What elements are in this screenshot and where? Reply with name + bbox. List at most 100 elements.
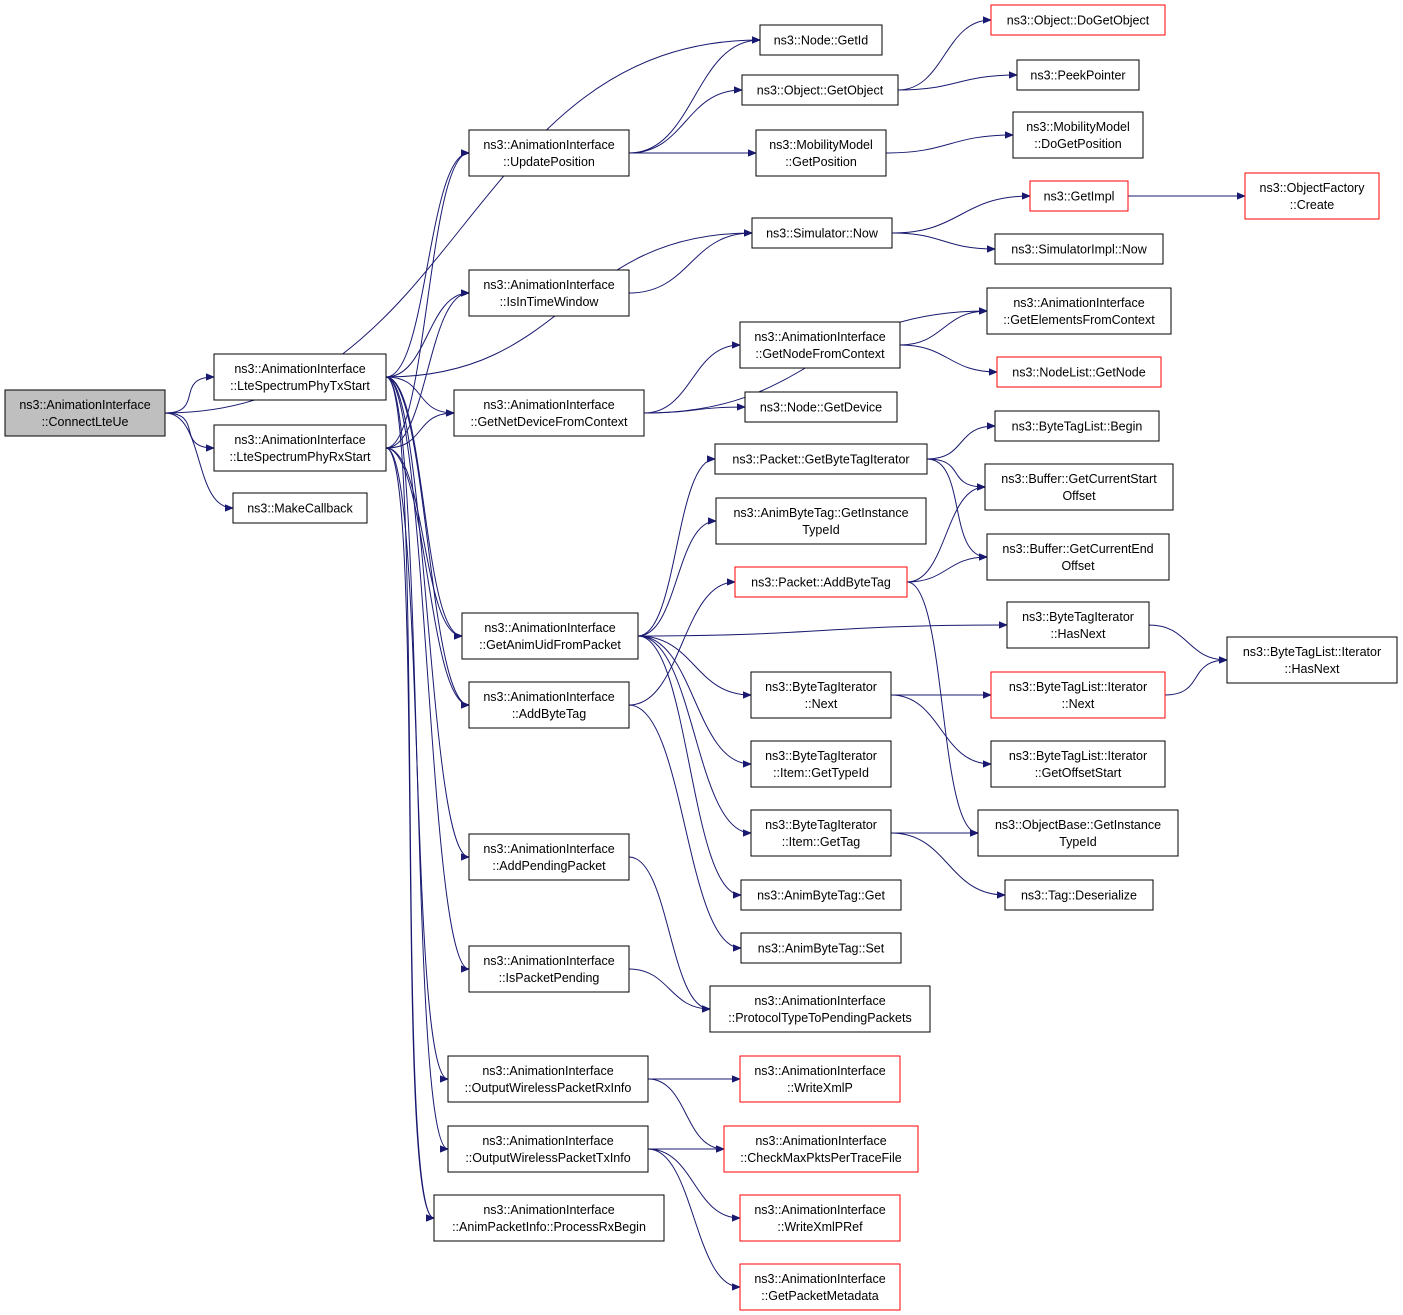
node-box (461, 612, 639, 660)
node-lteTx[interactable]: ns3::AnimationInterface::LteSpectrumPhyT… (213, 353, 387, 401)
edge-isPacketPending-to-protoToPending (628, 968, 710, 1009)
edge-updatePosition-to-nodeGetId (628, 40, 760, 154)
edge-isInTimeWindow-to-simNow (628, 233, 752, 294)
node-label: ::OutputWirelessPacketTxInfo (465, 1151, 630, 1165)
node-box (1226, 636, 1398, 684)
node-connectLteUe[interactable]: ns3::AnimationInterface::ConnectLteUe (4, 389, 166, 437)
node-lteRx[interactable]: ns3::AnimationInterface::LteSpectrumPhyR… (213, 424, 387, 472)
edge-lteTx-to-addByteTagAI (385, 376, 470, 705)
node-makeCallback[interactable]: ns3::MakeCallback (232, 492, 368, 524)
node-nodeListGetNode[interactable]: ns3::NodeList::GetNode (996, 356, 1162, 388)
node-simNow[interactable]: ns3::Simulator::Now (751, 217, 893, 249)
edge-lteRx-to-getNetDevice (385, 413, 454, 449)
edge-getNetDevice-to-getNodeFromCtx (643, 345, 740, 414)
node-box (1012, 111, 1144, 159)
node-label: ns3::AnimationInterface (483, 690, 614, 704)
node-label: ::Next (805, 697, 838, 711)
node-label: ns3::AnimationInterface (483, 398, 614, 412)
node-box (1004, 879, 1154, 911)
node-animByteTagSet[interactable]: ns3::AnimByteTag::Set (740, 932, 902, 964)
node-protoToPending[interactable]: ns3::AnimationInterface::ProtocolTypeToP… (709, 985, 931, 1033)
node-getElemFromCtx[interactable]: ns3::AnimationInterface::GetElementsFrom… (986, 287, 1172, 335)
edge-getNodeFromCtx-to-nodeListGetNode (899, 344, 997, 372)
node-objGetObject[interactable]: ns3::Object::GetObject (741, 74, 899, 106)
node-isPacketPending[interactable]: ns3::AnimationInterface::IsPacketPending (468, 945, 630, 993)
node-label: ns3::AnimationInterface (482, 1064, 613, 1078)
node-btlItOffsetStart[interactable]: ns3::ByteTagList::Iterator::GetOffsetSta… (990, 740, 1166, 788)
node-addPendingPacket[interactable]: ns3::AnimationInterface::AddPendingPacke… (468, 833, 630, 881)
node-writeXmlP[interactable]: ns3::AnimationInterface::WriteXmlP (739, 1055, 901, 1103)
node-mobGetPos[interactable]: ns3::MobilityModel::GetPosition (755, 129, 887, 177)
node-label: ns3::AnimationInterface (234, 362, 365, 376)
node-label: ::AddByteTag (512, 707, 586, 721)
edge-lteTx-to-getAnimUid (385, 376, 463, 636)
node-animByteTagGet[interactable]: ns3::AnimByteTag::Get (740, 879, 902, 911)
node-label: ::GetPosition (785, 155, 857, 169)
node-label: ns3::ByteTagIterator (765, 818, 877, 832)
node-label: ns3::ByteTagList::Iterator (1009, 749, 1147, 763)
node-btiNext[interactable]: ns3::ByteTagIterator::Next (750, 671, 892, 719)
node-getNodeFromCtx[interactable]: ns3::AnimationInterface::GetNodeFromCont… (739, 321, 901, 369)
node-box (447, 1055, 649, 1103)
node-btiItemTypeId[interactable]: ns3::ByteTagIterator::Item::GetTypeId (750, 740, 892, 788)
node-btlItNext[interactable]: ns3::ByteTagList::Iterator::Next (990, 671, 1166, 719)
node-isInTimeWindow[interactable]: ns3::AnimationInterface::IsInTimeWindow (468, 269, 630, 317)
node-label: ns3::MakeCallback (247, 502, 353, 516)
edge-lteRx-to-addByteTagAI (385, 447, 470, 705)
edges-layer (164, 20, 1245, 1287)
node-checkMaxPkts[interactable]: ns3::AnimationInterface::CheckMaxPktsPer… (723, 1125, 919, 1173)
node-getImpl[interactable]: ns3::GetImpl (1029, 180, 1129, 212)
node-writeXmlPRef[interactable]: ns3::AnimationInterface::WriteXmlPRef (739, 1194, 901, 1242)
node-box (750, 671, 892, 719)
nodes-layer: ns3::AnimationInterface::ConnectLteUens3… (4, 4, 1398, 1311)
node-box (468, 945, 630, 993)
node-label: ::Item::GetTypeId (773, 766, 869, 780)
node-nodeGetId[interactable]: ns3::Node::GetId (759, 24, 883, 56)
node-box (447, 1125, 649, 1173)
node-btiItemGetTag[interactable]: ns3::ByteTagIterator::Item::GetTag (750, 809, 892, 857)
edge-addByteTagAI-to-animByteTagSet (628, 704, 741, 948)
node-btiHasNext[interactable]: ns3::ByteTagIterator::HasNext (1006, 601, 1150, 649)
node-getNetDevice[interactable]: ns3::AnimationInterface::GetNetDeviceFro… (453, 389, 645, 437)
edge-btlItNext-to-btlItHasNext (1164, 660, 1227, 696)
node-getPktMeta[interactable]: ns3::AnimationInterface::GetPacketMetada… (739, 1263, 901, 1311)
node-label: Offset (1062, 489, 1096, 503)
node-peekPointer[interactable]: ns3::PeekPointer (1016, 59, 1140, 91)
node-getAnimUid[interactable]: ns3::AnimationInterface::GetAnimUidFromP… (461, 612, 639, 660)
node-processRxBegin[interactable]: ns3::AnimationInterface::AnimPacketInfo:… (433, 1194, 665, 1242)
node-pktAddByteTag[interactable]: ns3::Packet::AddByteTag (734, 566, 908, 598)
node-simImplNow[interactable]: ns3::SimulatorImpl::Now (994, 233, 1164, 265)
node-outTx[interactable]: ns3::AnimationInterface::OutputWirelessP… (447, 1125, 649, 1173)
node-label: ::GetOffsetStart (1035, 766, 1122, 780)
edge-getNodeFromCtx-to-getElemFromCtx (899, 311, 987, 346)
node-updatePosition[interactable]: ns3::AnimationInterface::UpdatePosition (468, 129, 630, 177)
node-label: ns3::GetImpl (1044, 190, 1115, 204)
node-mobDoGetPos[interactable]: ns3::MobilityModel::DoGetPosition (1012, 111, 1144, 159)
node-btlItHasNext[interactable]: ns3::ByteTagList::Iterator::HasNext (1226, 636, 1398, 684)
node-btlBegin[interactable]: ns3::ByteTagList::Begin (994, 410, 1160, 442)
node-tagDeserialize[interactable]: ns3::Tag::Deserialize (1004, 879, 1154, 911)
node-label: ::HasNext (1285, 662, 1340, 676)
edge-mobGetPos-to-mobDoGetPos (885, 135, 1013, 154)
node-objFactoryCreate[interactable]: ns3::ObjectFactory::Create (1244, 172, 1380, 220)
node-box (739, 321, 901, 369)
edge-getAnimUid-to-btiItemGetTag (637, 635, 751, 833)
node-label: ns3::Node::GetId (774, 34, 869, 48)
node-addByteTagAI[interactable]: ns3::AnimationInterface::AddByteTag (468, 681, 630, 729)
node-nodeGetDevice[interactable]: ns3::Node::GetDevice (744, 391, 898, 423)
node-box (232, 492, 368, 524)
node-pktGetByteTagIt[interactable]: ns3::Packet::GetByteTagIterator (714, 443, 928, 475)
node-label: ::GetAnimUidFromPacket (479, 638, 621, 652)
node-doGetObject[interactable]: ns3::Object::DoGetObject (990, 4, 1166, 36)
node-label: ns3::AnimationInterface (754, 1064, 885, 1078)
node-label: ::IsInTimeWindow (500, 295, 600, 309)
node-outRx[interactable]: ns3::AnimationInterface::OutputWirelessP… (447, 1055, 649, 1103)
edge-getNetDevice-to-nodeGetDevice (643, 407, 745, 414)
node-label: ns3::ByteTagList::Iterator (1009, 680, 1147, 694)
edge-getAnimUid-to-btiItemTypeId (637, 635, 751, 764)
